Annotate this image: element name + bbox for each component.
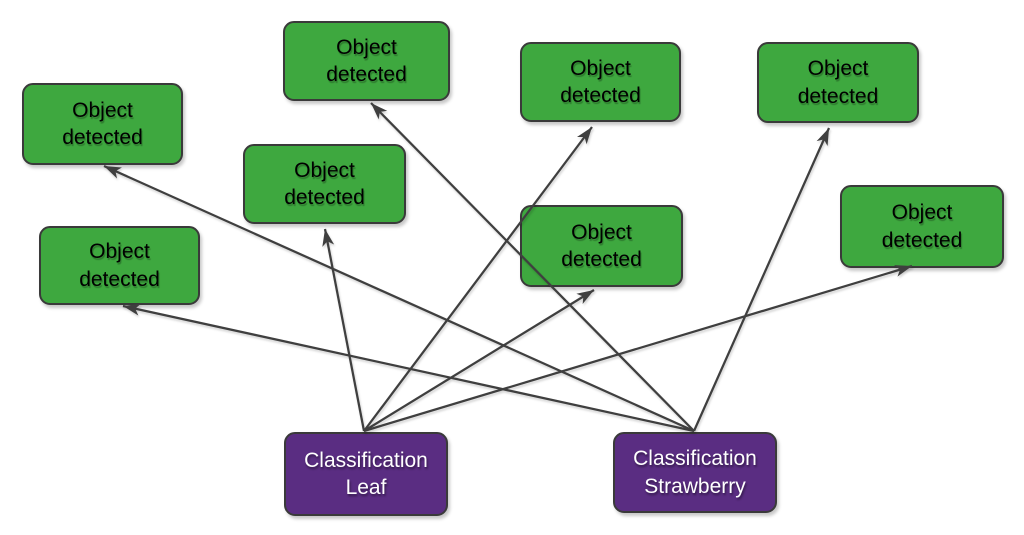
- node-object-detected-1[interactable]: Object detected: [22, 83, 183, 165]
- node-object-detected-2[interactable]: Object detected: [39, 226, 200, 305]
- node-label: Classification Leaf: [304, 448, 428, 499]
- node-label: Object detected: [881, 201, 963, 252]
- node-classification-strawberry[interactable]: Classification Strawberry: [613, 432, 777, 513]
- node-label: Object detected: [560, 56, 641, 107]
- node-label: Object detected: [284, 158, 365, 209]
- edge-strawberry-to-detected-6: [692, 127, 831, 432]
- edge-leaf-to-detected-3: [322, 228, 366, 432]
- node-label: Object detected: [326, 35, 407, 86]
- edge-leaf-to-detected-7: [363, 289, 595, 432]
- edges-group: [103, 102, 913, 433]
- node-label: Classification Strawberry: [633, 447, 757, 498]
- node-object-detected-3[interactable]: Object detected: [243, 144, 406, 224]
- node-label: Object detected: [797, 57, 879, 108]
- node-object-detected-5[interactable]: Object detected: [520, 42, 681, 122]
- node-label: Object detected: [79, 240, 160, 291]
- node-classification-leaf[interactable]: Classification Leaf: [284, 432, 448, 516]
- node-label: Object detected: [561, 220, 642, 271]
- node-object-detected-8[interactable]: Object detected: [840, 185, 1004, 268]
- node-object-detected-6[interactable]: Object detected: [757, 42, 919, 123]
- edge-leaf-to-detected-8: [363, 264, 913, 433]
- node-object-detected-7[interactable]: Object detected: [520, 205, 683, 287]
- edge-strawberry-to-detected-2: [122, 303, 695, 433]
- node-object-detected-4[interactable]: Object detected: [283, 21, 450, 101]
- node-label: Object detected: [62, 98, 143, 149]
